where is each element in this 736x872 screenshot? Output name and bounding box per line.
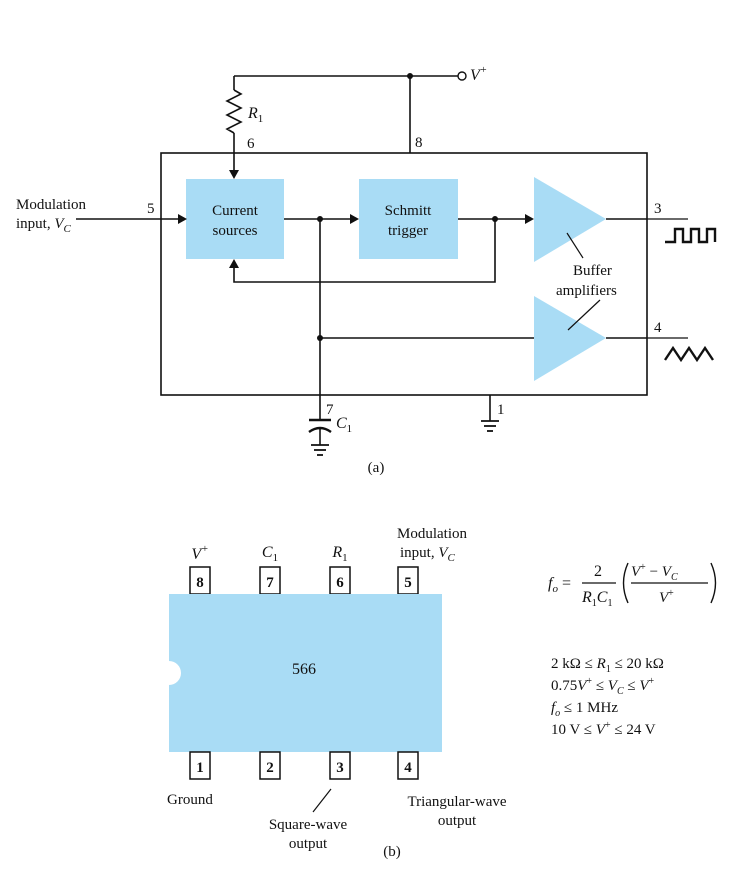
- arrow-up-icon: [229, 259, 239, 268]
- mod-input-label-2: input, VC: [16, 216, 72, 235]
- feedback-wire: [233, 219, 496, 283]
- buffer-amplifier-triangle: [534, 296, 606, 381]
- buffer-label-1: Buffer: [573, 263, 612, 279]
- square-wave-label-1: Square-wave: [269, 817, 348, 833]
- pin-number: 3: [336, 760, 344, 776]
- square-wave-icon: [665, 227, 717, 244]
- formula-numerator: 2: [594, 563, 602, 580]
- pin-number: 7: [266, 575, 274, 591]
- paren-denominator: V+: [659, 588, 674, 606]
- spec-vplus-range: 10 V ≤ V+ ≤ 24 V: [551, 720, 656, 738]
- ic-outline: [160, 152, 648, 396]
- buffer-leader-top: [566, 232, 584, 259]
- pin-number: 5: [404, 575, 412, 591]
- square-wave-label-2: output: [289, 836, 328, 852]
- mod-input-label-1: Modulation: [16, 197, 86, 213]
- r1-resistor: [225, 89, 243, 134]
- arrow-right-icon: [178, 214, 187, 224]
- pin7-label: 7: [326, 402, 334, 418]
- pin4-label: 4: [654, 320, 662, 336]
- paren-right: [710, 562, 717, 604]
- c1-label: C1: [336, 415, 352, 435]
- triangular-wave-label-2: output: [438, 813, 477, 829]
- spec-vc-range: 0.75V+ ≤ VC ≤ V+: [551, 676, 655, 697]
- schmitt-trigger-block: [359, 179, 458, 259]
- caption-a: (a): [368, 460, 385, 476]
- pin-box: [329, 751, 351, 780]
- ground-label: Ground: [167, 792, 213, 808]
- pin6-name-label: R1: [331, 544, 347, 564]
- vplus-label: V+: [470, 64, 487, 84]
- pin-number: 6: [336, 575, 344, 591]
- triangle-wave-icon: [664, 345, 714, 363]
- current-sources-label-2: sources: [213, 223, 258, 239]
- paren-numerator: V+ − VC: [631, 562, 678, 583]
- pin5-name-label-2: input, VC: [400, 545, 456, 564]
- arrow-down-icon: [229, 170, 239, 179]
- pin7-name-label: C1: [262, 544, 278, 564]
- pin8-name-label: V+: [191, 543, 208, 563]
- pin-number: 8: [196, 575, 204, 591]
- formula-lhs: fo =: [548, 575, 571, 595]
- pin-number: 1: [196, 760, 204, 776]
- pin6-label: 6: [247, 136, 255, 152]
- spec-list: 2 kΩ ≤ R1 ≤ 20 kΩ 0.75V+ ≤ VC ≤ V+ fo ≤ …: [551, 656, 664, 738]
- pinout-diagram-b: V+ C1 R1 Modulation input, VC 8 7 6 5 56…: [167, 526, 507, 860]
- triangular-wave-label-1: Triangular-wave: [407, 794, 506, 810]
- schmitt-label-2: trigger: [388, 223, 428, 239]
- schmitt-label-1: Schmitt: [385, 203, 433, 219]
- pin3-label: 3: [654, 201, 662, 217]
- block-diagram-a: V+ 8 R1 6 Current sources Modulation inp…: [16, 64, 717, 476]
- frequency-formula: fo = 2 R1C1 V+ − VC V+: [548, 562, 717, 609]
- current-sources-block: [186, 179, 284, 259]
- buffer-leader-bottom: [567, 299, 601, 331]
- pin1-label: 1: [497, 402, 505, 418]
- pin5-label: 5: [147, 201, 155, 217]
- chip-body: [169, 594, 442, 752]
- chip-label: 566: [292, 661, 316, 678]
- pin-number: 2: [266, 760, 274, 776]
- buffer-label-2: amplifiers: [556, 283, 617, 299]
- pin-box: [397, 751, 419, 780]
- buffer-amplifier-square: [534, 177, 606, 262]
- vplus-terminal: [457, 71, 467, 81]
- pin-number: 4: [404, 760, 412, 776]
- bottom-pin-row: 1 2 3 4: [189, 751, 419, 780]
- square-leader: [312, 788, 332, 813]
- r1-label: R1: [247, 105, 263, 125]
- pin-box: [189, 751, 211, 780]
- pin8-label: 8: [415, 135, 423, 151]
- paren-left: [622, 562, 629, 604]
- current-sources-label-1: Current: [212, 203, 259, 219]
- formula-denominator: R1C1: [581, 589, 612, 609]
- pin-box: [259, 751, 281, 780]
- spec-fo-max: fo ≤ 1 MHz: [551, 700, 618, 719]
- pin5-name-label-1: Modulation: [397, 526, 467, 542]
- top-pin-row: 8 7 6 5: [189, 566, 419, 595]
- arrow-right-icon: [350, 214, 359, 224]
- spec-r1-range: 2 kΩ ≤ R1 ≤ 20 kΩ: [551, 656, 664, 675]
- caption-b: (b): [383, 844, 401, 860]
- arrow-right-icon: [525, 214, 534, 224]
